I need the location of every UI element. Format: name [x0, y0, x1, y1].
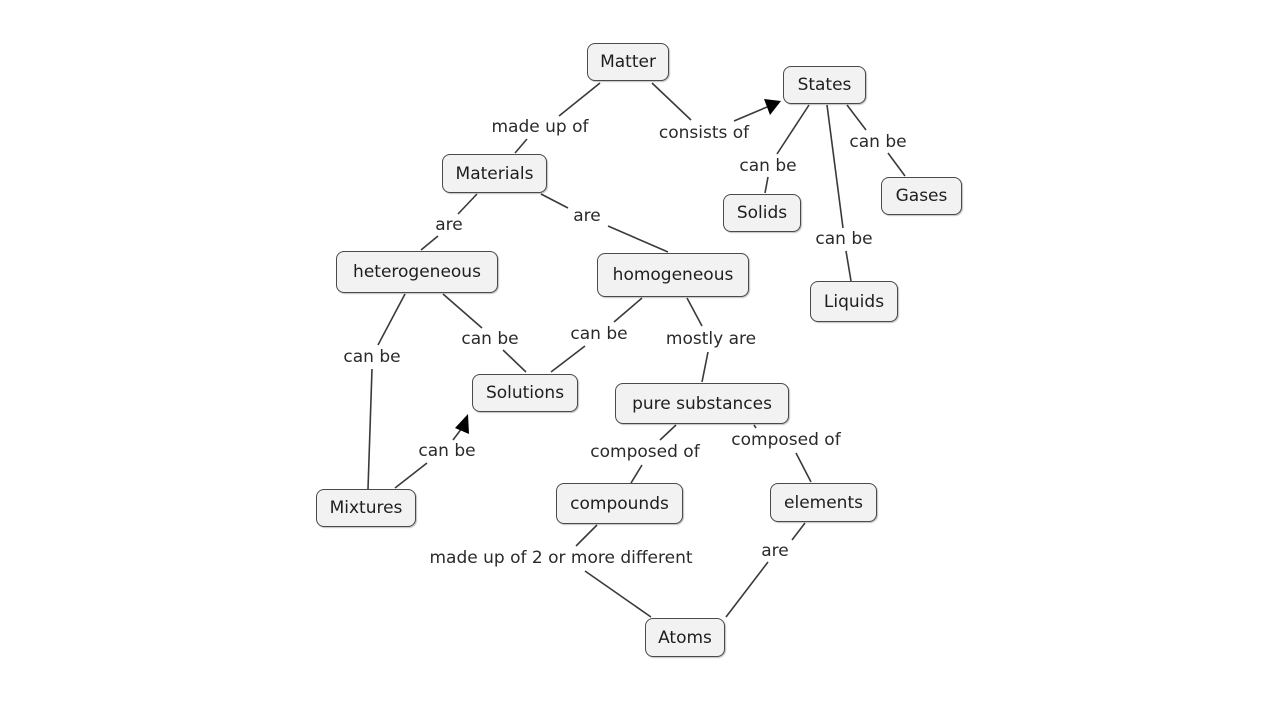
connector	[550, 345, 586, 373]
connector	[457, 193, 478, 215]
connector	[701, 351, 709, 383]
connector	[377, 293, 406, 346]
concept-node-mixtures[interactable]: Mixtures	[316, 489, 416, 527]
connector	[607, 225, 669, 253]
connector	[394, 462, 428, 489]
concept-node-liquids[interactable]: Liquids	[810, 281, 898, 322]
link-label-consists-of: consists of	[656, 123, 752, 143]
link-label-mostly-are: mostly are	[663, 329, 759, 349]
connector	[846, 104, 867, 131]
connector	[764, 176, 769, 194]
concept-node-materials[interactable]: Materials	[442, 154, 547, 193]
link-label-can-be: can be	[416, 441, 478, 461]
concept-node-gases[interactable]: Gases	[881, 177, 962, 215]
concept-node-solutions[interactable]: Solutions	[472, 374, 578, 412]
concept-node-elements[interactable]: elements	[770, 483, 877, 522]
link-label-are: are	[433, 215, 465, 235]
connector	[514, 138, 528, 154]
connector	[420, 235, 439, 251]
link-label-are: are	[571, 206, 603, 226]
connector	[826, 104, 844, 229]
connector	[887, 152, 906, 177]
link-label-are: are	[759, 541, 791, 561]
connector	[613, 297, 643, 323]
concept-node-pure-substances[interactable]: pure substances	[615, 383, 789, 424]
link-label-can-be: can be	[459, 329, 521, 349]
concept-node-compounds[interactable]: compounds	[556, 483, 683, 524]
arrowhead	[455, 414, 469, 434]
connector	[795, 452, 812, 483]
link-label-can-be: can be	[737, 156, 799, 176]
link-label-composed-of: composed of	[588, 442, 702, 462]
connector	[845, 250, 852, 282]
connector	[502, 349, 527, 373]
connector	[725, 561, 769, 618]
link-label-made-up-of-2-or-more-different: made up of 2 or more different	[427, 548, 695, 568]
connector	[733, 106, 768, 122]
concept-node-atoms[interactable]: Atoms	[645, 618, 725, 657]
arrowhead	[764, 99, 781, 115]
connector	[558, 82, 601, 117]
connector	[753, 424, 757, 429]
connector	[442, 293, 483, 329]
link-label-made-up-of: made up of	[489, 117, 591, 137]
concept-node-solids[interactable]: Solids	[723, 194, 801, 232]
connector	[630, 464, 643, 484]
concept-node-heterogeneous[interactable]: heterogeneous	[336, 251, 498, 293]
link-label-can-be: can be	[847, 132, 909, 152]
concept-node-homogeneous[interactable]: homogeneous	[597, 253, 749, 297]
concept-node-matter[interactable]: Matter	[587, 43, 669, 81]
link-label-composed-of: composed of	[729, 430, 843, 450]
link-label-can-be: can be	[813, 229, 875, 249]
connector	[575, 524, 598, 547]
connector	[367, 368, 373, 490]
concept-node-states[interactable]: States	[783, 66, 866, 104]
connector	[540, 193, 569, 209]
connector	[584, 570, 652, 618]
connector	[686, 297, 703, 327]
connector	[651, 82, 692, 121]
link-label-can-be: can be	[568, 324, 630, 344]
connector	[776, 104, 810, 155]
link-label-can-be: can be	[341, 347, 403, 367]
connector	[791, 522, 806, 541]
connector	[659, 424, 677, 441]
